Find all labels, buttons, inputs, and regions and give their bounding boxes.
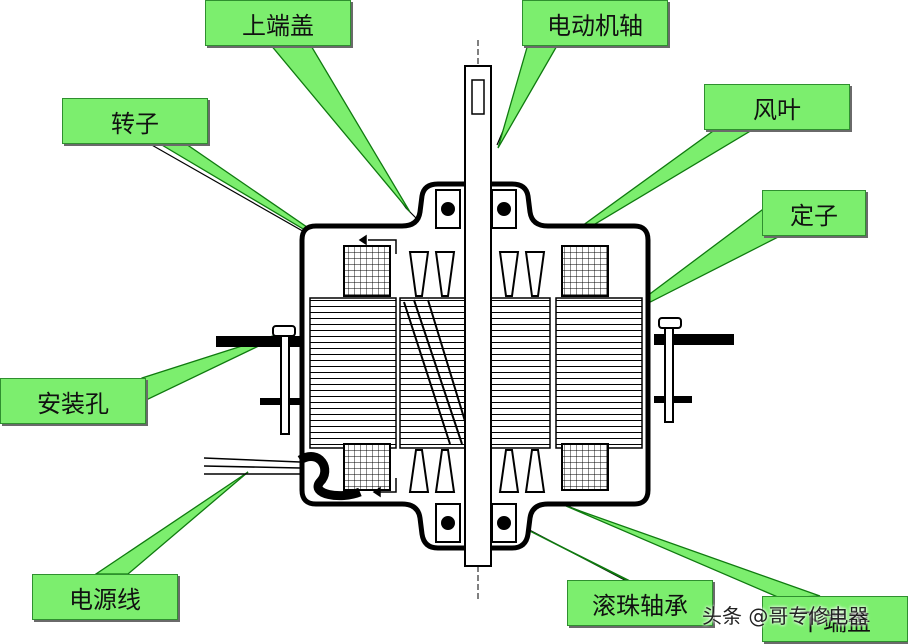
label-mounting-hole: 安装孔 (0, 378, 146, 424)
label-pointers (93, 43, 821, 599)
airflow-arrows (358, 234, 397, 498)
label-motor-shaft: 电动机轴 (522, 0, 668, 46)
label-power-cord: 电源线 (32, 574, 178, 620)
label-stator: 定子 (762, 190, 866, 236)
bearings (435, 189, 517, 543)
motor-shaft (464, 40, 492, 600)
stator-coils (343, 245, 609, 491)
power-cord (203, 452, 362, 501)
label-upper-cover: 上端盖 (205, 0, 351, 46)
mounting-screws (272, 317, 682, 435)
label-ball-bearing: 滚珠轴承 (567, 580, 713, 626)
label-rotor: 转子 (62, 98, 208, 144)
label-fan-blade: 风叶 (704, 84, 850, 130)
pointer-motor-shaft (497, 43, 560, 149)
pointer-upper-cover (268, 43, 411, 213)
pointer-power-cord (93, 471, 249, 575)
fan-blades (408, 251, 546, 493)
label-lower-cover: 下端盖 (762, 596, 908, 642)
watermark: 头条 @哥专修电器 (702, 604, 869, 628)
stator-core (309, 297, 643, 449)
